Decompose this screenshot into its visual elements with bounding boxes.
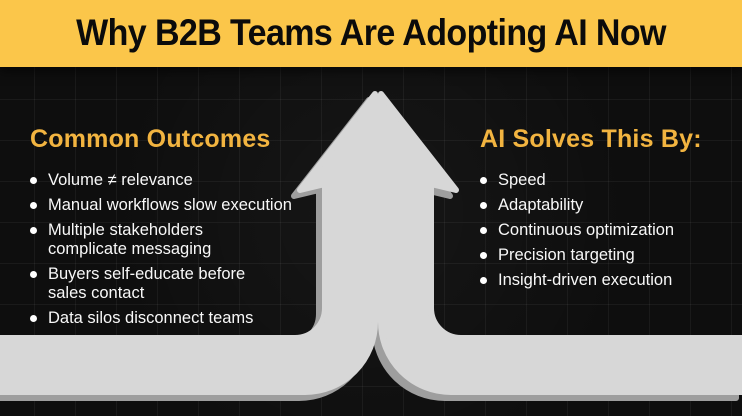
list-item: Continuous optimization: [480, 221, 732, 240]
list-item-text: Data silos disconnect teams: [48, 309, 254, 327]
common-outcomes-panel: Common Outcomes Volume ≠ relevance Manua…: [30, 124, 302, 334]
bullet-icon: [30, 271, 37, 278]
list-item: Data silos disconnect teams: [30, 309, 302, 328]
list-item-text: Continuous optimization: [498, 221, 675, 239]
bullet-icon: [30, 315, 37, 322]
list-item: Adaptability: [480, 196, 732, 215]
bullet-icon: [480, 227, 487, 234]
up-arrow-left-half: [0, 91, 378, 395]
ai-solves-panel: AI Solves This By: Speed Adaptability Co…: [480, 124, 732, 296]
bullet-icon: [480, 177, 487, 184]
list-item-text: Manual workflows slow execution: [48, 196, 292, 214]
list-item: Speed: [480, 171, 732, 190]
common-outcomes-heading: Common Outcomes: [30, 125, 271, 153]
list-item: Precision targeting: [480, 246, 732, 265]
bullet-icon: [30, 177, 37, 184]
bullet-icon: [480, 277, 487, 284]
list-item: Volume ≠ relevance: [30, 171, 302, 190]
bullet-icon: [480, 252, 487, 259]
list-item: Insight-driven execution: [480, 271, 732, 290]
list-item-text: Insight-driven execution: [498, 271, 673, 289]
header-banner: Why B2B Teams Are Adopting AI Now: [0, 0, 742, 67]
list-item-text: complicate messaging: [48, 240, 212, 258]
merge-up-arrows-graphic: [0, 91, 742, 401]
list-item-text: Adaptability: [498, 196, 584, 214]
ai-solves-heading: AI Solves This By:: [480, 125, 702, 153]
bullet-icon: [30, 202, 37, 209]
list-item-text: Precision targeting: [498, 246, 635, 264]
common-outcomes-list: Volume ≠ relevance Manual workflows slow…: [30, 171, 302, 328]
list-item-text: Buyers self-educate before: [48, 265, 246, 283]
list-item: Buyers self-educate before sales contact: [30, 265, 302, 303]
bullet-icon: [30, 227, 37, 234]
list-item: Manual workflows slow execution: [30, 196, 302, 215]
list-item-text: Volume ≠ relevance: [48, 171, 193, 189]
up-arrow-right-half: [378, 91, 742, 395]
list-item-text: Speed: [498, 171, 546, 189]
bullet-icon: [480, 202, 487, 209]
page-title: Why B2B Teams Are Adopting AI Now: [76, 12, 666, 54]
list-item: Multiple stakeholders complicate messagi…: [30, 221, 302, 259]
ai-solves-list: Speed Adaptability Continuous optimizati…: [480, 171, 732, 290]
list-item-text: sales contact: [48, 284, 145, 302]
list-item-text: Multiple stakeholders: [48, 221, 203, 239]
